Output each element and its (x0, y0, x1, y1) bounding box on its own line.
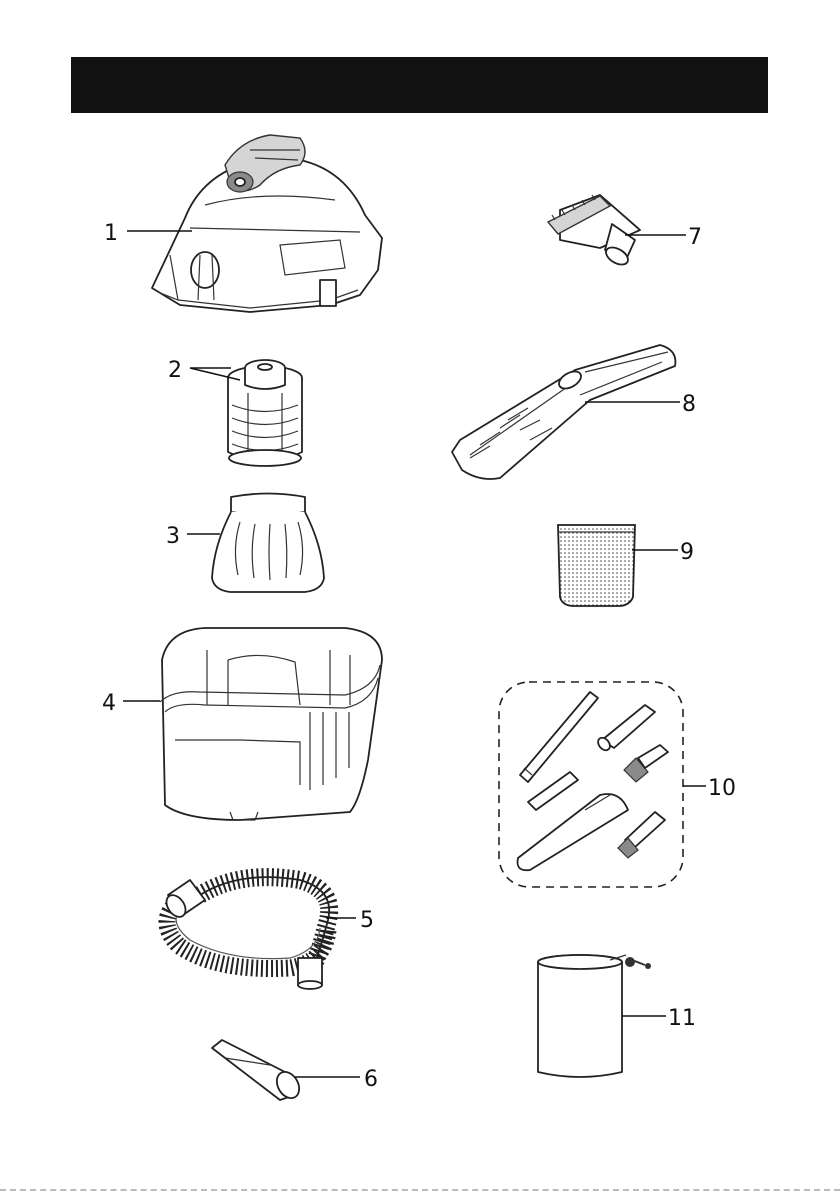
part-5-hose (163, 877, 330, 989)
part-4-tank (160, 628, 382, 820)
label-9: 9 (680, 540, 694, 565)
part-9-foam-filter (558, 525, 635, 606)
label-3: 3 (166, 524, 180, 549)
label-2: 2 (168, 358, 182, 383)
part-3-filter-bag (212, 494, 324, 593)
part-8-crevice-tool (452, 345, 675, 479)
part-2-filter-cage (228, 360, 302, 466)
label-6: 6 (364, 1067, 378, 1092)
label-10: 10 (708, 776, 736, 801)
callout-3: 3 (166, 524, 220, 549)
part-10-accessory-kit (499, 682, 683, 887)
bottom-rule (0, 1189, 840, 1191)
label-1: 1 (104, 221, 118, 246)
label-5: 5 (360, 908, 374, 933)
label-8: 8 (682, 392, 696, 417)
callout-9: 9 (632, 540, 694, 565)
callout-11: 11 (622, 1006, 696, 1031)
label-7: 7 (688, 225, 702, 250)
part-6-nozzle (212, 1040, 304, 1102)
part-7-brush (548, 195, 640, 268)
label-4: 4 (102, 691, 116, 716)
callout-4: 4 (102, 691, 160, 716)
label-11: 11 (668, 1006, 696, 1031)
callout-10: 10 (683, 776, 736, 801)
part-1-motor-head (152, 135, 382, 312)
callout-6: 6 (295, 1067, 378, 1092)
